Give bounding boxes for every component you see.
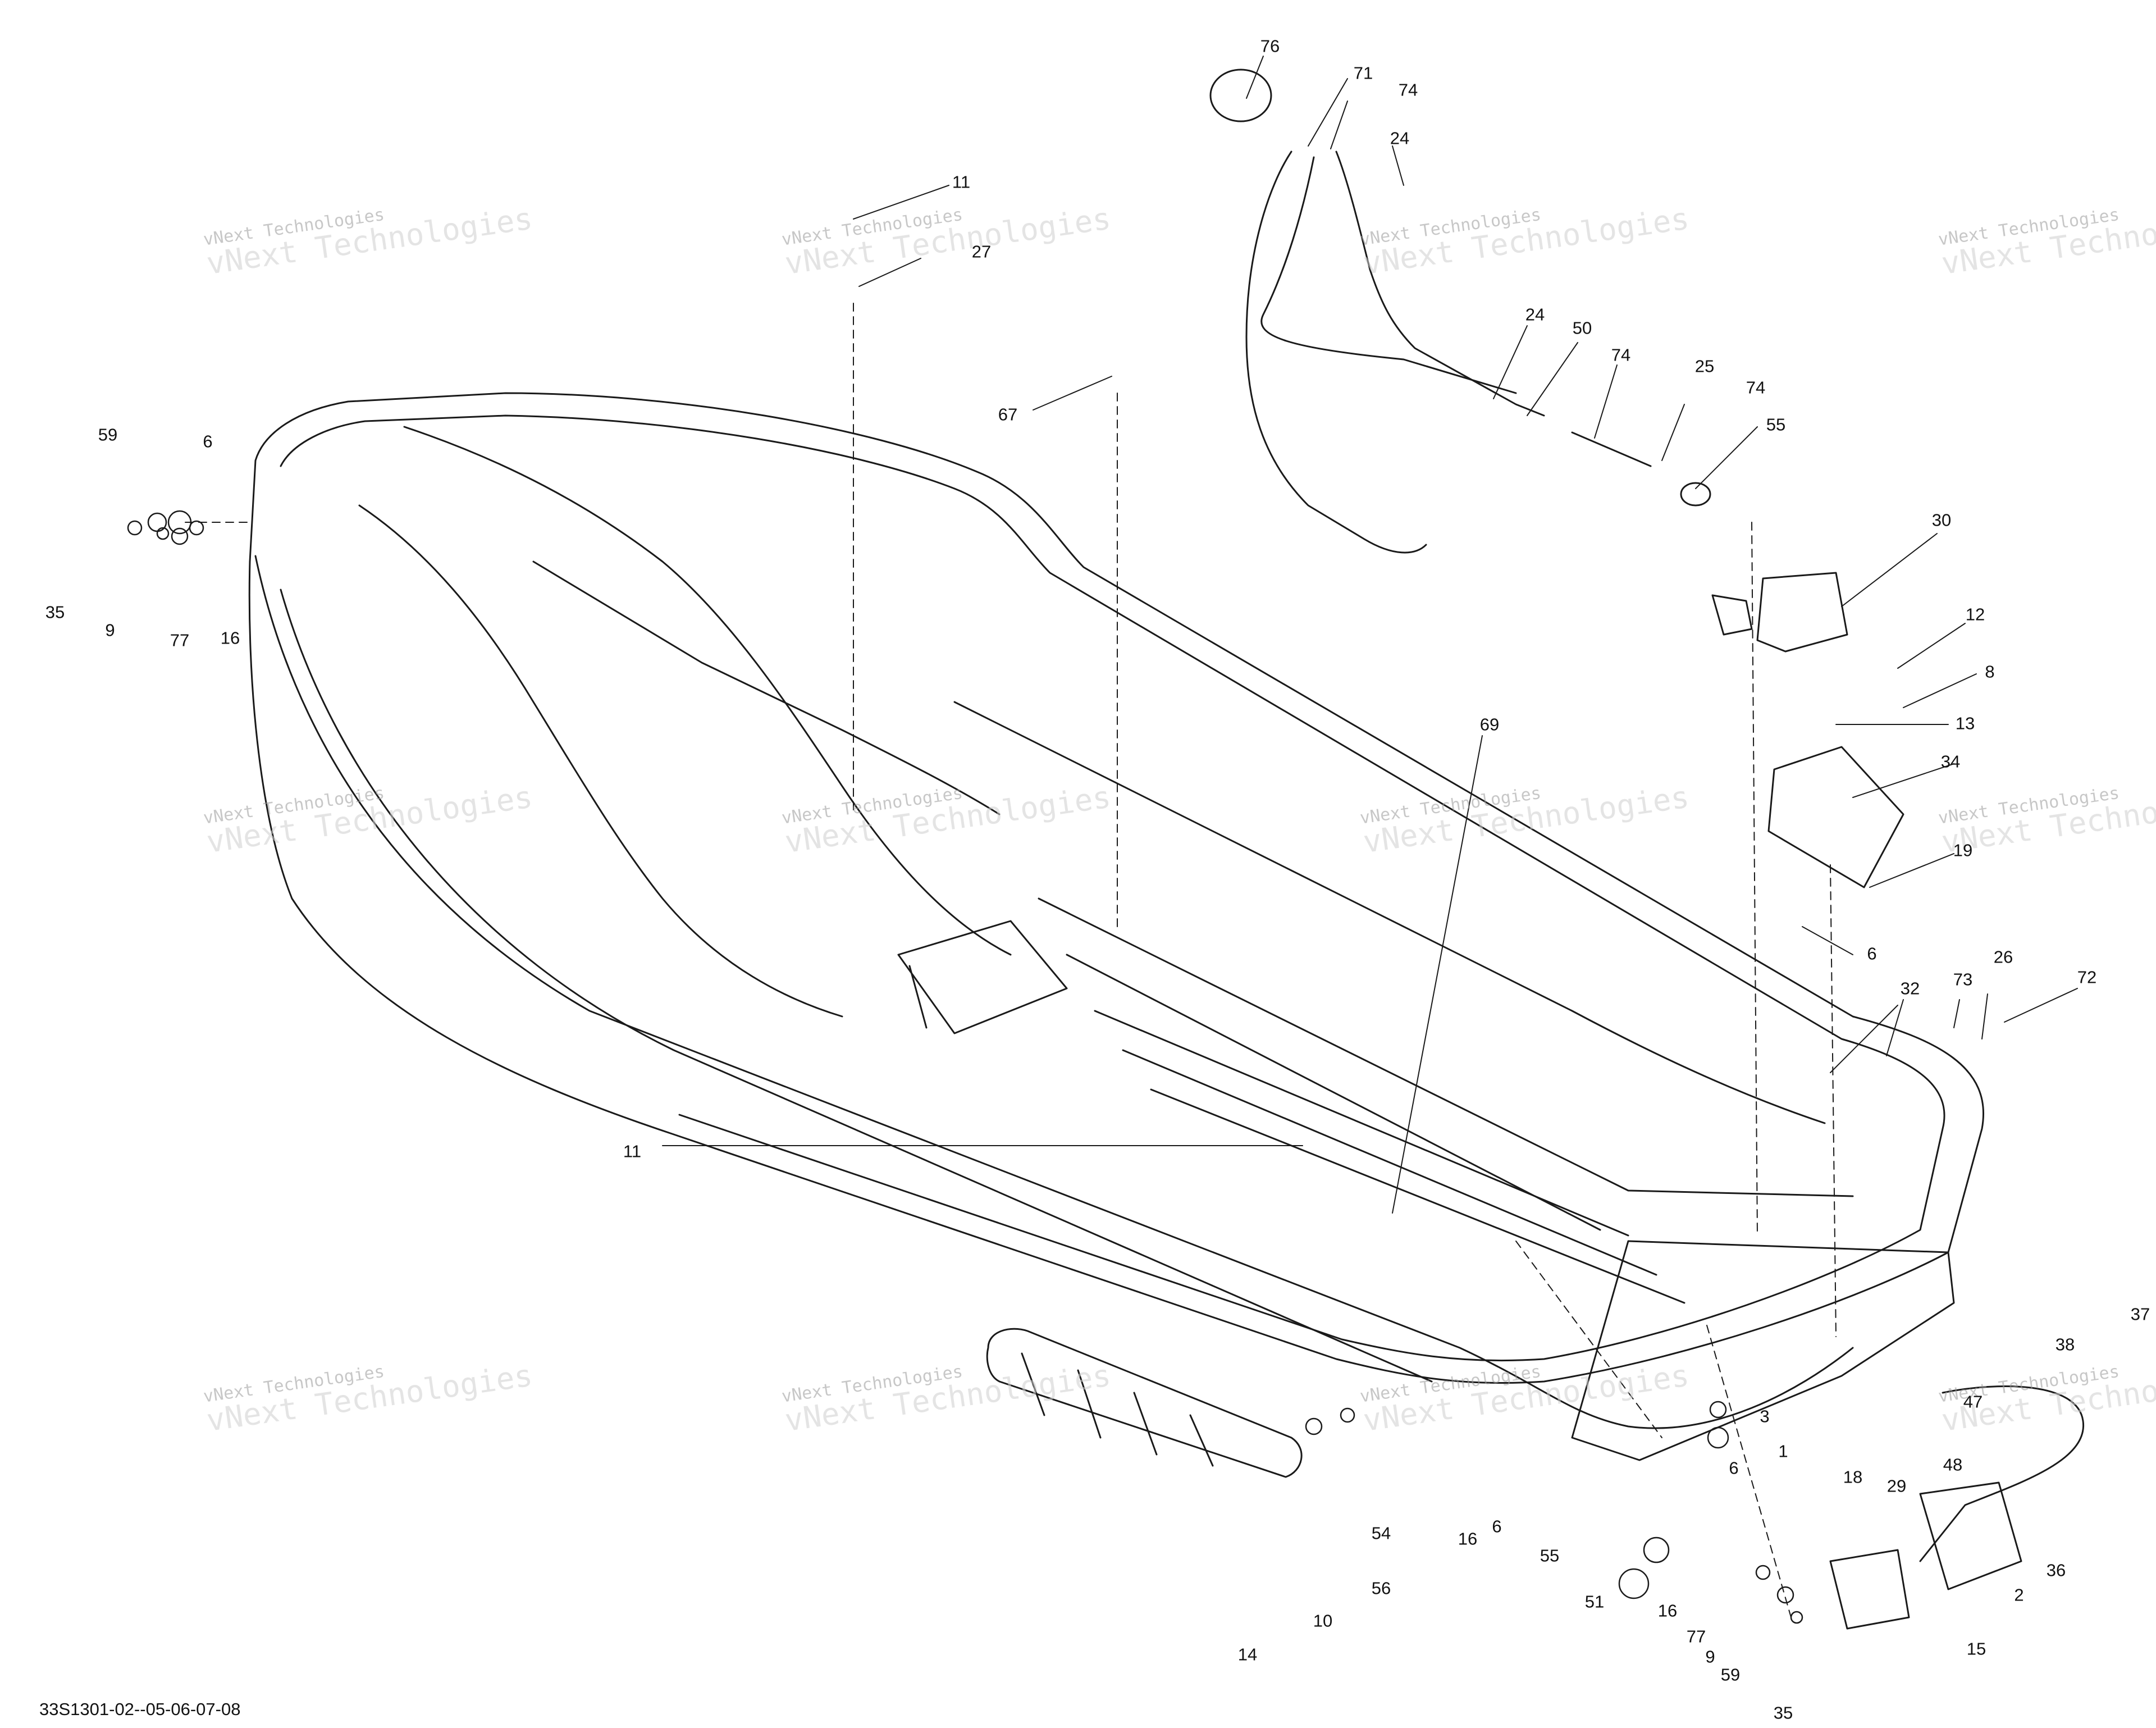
dash-6 bbox=[1706, 1325, 1792, 1618]
callout-71: 71 bbox=[1353, 63, 1373, 83]
part-30-box bbox=[1756, 572, 1848, 653]
sponson-ribs bbox=[1021, 1352, 1214, 1467]
callout-11: 11 bbox=[952, 172, 971, 192]
callout-74: 74 bbox=[1611, 345, 1631, 365]
callout-35: 35 bbox=[1773, 1703, 1793, 1723]
callout-24: 24 bbox=[1525, 304, 1545, 325]
part-2-bracket bbox=[1829, 1549, 1910, 1630]
dash-3 bbox=[1751, 522, 1758, 1236]
vent-hose-2 bbox=[1335, 151, 1545, 417]
callout-51: 51 bbox=[1584, 1592, 1605, 1612]
console-block bbox=[897, 920, 1068, 1034]
callout-3: 3 bbox=[1760, 1406, 1770, 1426]
callout-55: 55 bbox=[1540, 1545, 1560, 1566]
callout-25: 25 bbox=[1694, 356, 1715, 376]
callout-72: 72 bbox=[2077, 967, 2097, 987]
callout-14: 14 bbox=[1237, 1644, 1258, 1665]
callout-12: 12 bbox=[1965, 604, 1985, 624]
callout-55: 55 bbox=[1766, 414, 1786, 435]
callout-27: 27 bbox=[971, 241, 992, 262]
callout-35: 35 bbox=[45, 602, 65, 622]
callout-9: 9 bbox=[105, 620, 115, 640]
hull-outer-rim bbox=[248, 392, 1984, 1384]
document-id: 33S1301-02--05-06-07-08 bbox=[39, 1699, 241, 1719]
hull-lower-side bbox=[254, 555, 1854, 1429]
part-38-handle bbox=[1919, 1385, 2084, 1562]
callout-1: 1 bbox=[1778, 1441, 1788, 1461]
part-30-connector bbox=[1711, 594, 1753, 636]
vent-hose-1 bbox=[1245, 151, 1427, 554]
callout-73: 73 bbox=[1953, 969, 1973, 990]
footwell-right bbox=[953, 701, 1826, 1124]
ring-76 bbox=[1209, 69, 1272, 122]
callout-16: 16 bbox=[1458, 1529, 1478, 1549]
part-36-plate bbox=[1919, 1481, 2022, 1590]
callout-59: 59 bbox=[1720, 1665, 1741, 1685]
callout-18: 18 bbox=[1843, 1467, 1863, 1487]
callout-54: 54 bbox=[1371, 1523, 1391, 1543]
callout-74: 74 bbox=[1746, 377, 1766, 398]
hull-inner-rim bbox=[280, 414, 1945, 1362]
callout-16: 16 bbox=[220, 628, 240, 648]
callout-2: 2 bbox=[2014, 1585, 2024, 1605]
callout-24: 24 bbox=[1390, 128, 1410, 148]
callout-15: 15 bbox=[1966, 1639, 1986, 1659]
callout-6: 6 bbox=[1867, 943, 1877, 964]
callout-6: 6 bbox=[1492, 1516, 1502, 1536]
hose-25 bbox=[1571, 431, 1652, 467]
callout-29: 29 bbox=[1886, 1476, 1907, 1496]
callout-77: 77 bbox=[170, 630, 190, 650]
hull-stern bbox=[1571, 1240, 1955, 1461]
callout-26: 26 bbox=[1993, 947, 2013, 967]
callout-30: 30 bbox=[1931, 510, 1952, 530]
engine-bay-floor bbox=[1038, 897, 1854, 1231]
bilge-rails bbox=[1094, 1010, 1685, 1304]
sponson-plate bbox=[986, 1328, 1303, 1478]
callout-34: 34 bbox=[1940, 751, 1961, 772]
callout-16: 16 bbox=[1657, 1601, 1678, 1621]
callout-67: 67 bbox=[998, 404, 1018, 425]
fitting-55-top bbox=[1680, 482, 1711, 507]
callout-59: 59 bbox=[98, 425, 118, 445]
callout-37: 37 bbox=[2130, 1304, 2150, 1324]
footwell-left bbox=[532, 560, 1001, 815]
callout-6: 6 bbox=[203, 431, 213, 452]
callout-8: 8 bbox=[1985, 662, 1995, 682]
seat-contour bbox=[403, 426, 1012, 956]
callout-38: 38 bbox=[2055, 1334, 2075, 1355]
callout-47: 47 bbox=[1963, 1392, 1983, 1412]
callout-10: 10 bbox=[1313, 1611, 1333, 1631]
callout-13: 13 bbox=[1955, 713, 1975, 733]
dash-5 bbox=[1515, 1241, 1662, 1438]
callout-48: 48 bbox=[1943, 1455, 1963, 1475]
dash-4 bbox=[1830, 864, 1837, 1337]
callout-56: 56 bbox=[1371, 1578, 1391, 1598]
callout-19: 19 bbox=[1953, 840, 1973, 860]
vent-hose-3 bbox=[1260, 156, 1517, 394]
callout-11: 11 bbox=[623, 1141, 642, 1161]
callout-32: 32 bbox=[1900, 978, 1920, 998]
callout-74: 74 bbox=[1398, 80, 1418, 100]
hull-keel-line bbox=[280, 589, 1433, 1383]
callout-6: 6 bbox=[1729, 1458, 1739, 1478]
callout-9: 9 bbox=[1705, 1647, 1715, 1667]
callout-50: 50 bbox=[1572, 318, 1592, 338]
callout-36: 36 bbox=[2046, 1560, 2066, 1580]
callout-69: 69 bbox=[1479, 714, 1500, 735]
part-34-bracket bbox=[1767, 746, 1904, 888]
seat-contour-2 bbox=[358, 504, 843, 1018]
callout-77: 77 bbox=[1686, 1626, 1706, 1647]
callout-76: 76 bbox=[1260, 36, 1280, 56]
